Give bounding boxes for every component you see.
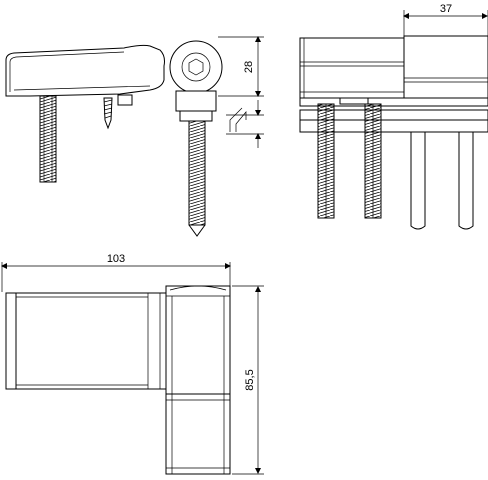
end-pin-left bbox=[410, 131, 426, 230]
end-view-frame-block bbox=[299, 37, 405, 99]
hex-socket-icon bbox=[188, 58, 204, 76]
front-barrel-lower bbox=[165, 393, 231, 475]
wood-screw-left bbox=[39, 95, 57, 183]
front-hinge-leaf bbox=[5, 292, 167, 390]
side-view: 28 bbox=[5, 36, 264, 237]
dimension-end-width: 37 bbox=[440, 3, 452, 15]
pin-screw bbox=[188, 120, 206, 226]
end-pin-right bbox=[458, 131, 474, 230]
hinge-knuckle bbox=[169, 40, 223, 94]
small-screw bbox=[103, 97, 113, 130]
dimension-front-length: 103 bbox=[107, 253, 125, 265]
front-barrel-upper bbox=[165, 285, 231, 395]
dimension-front-height: 85,5 bbox=[244, 369, 256, 390]
hinge-leaf-body bbox=[5, 44, 165, 97]
end-view: 37 bbox=[299, 3, 488, 230]
front-view: 103 85,5 bbox=[1, 253, 264, 475]
dimension-side-height: 28 bbox=[243, 61, 255, 73]
